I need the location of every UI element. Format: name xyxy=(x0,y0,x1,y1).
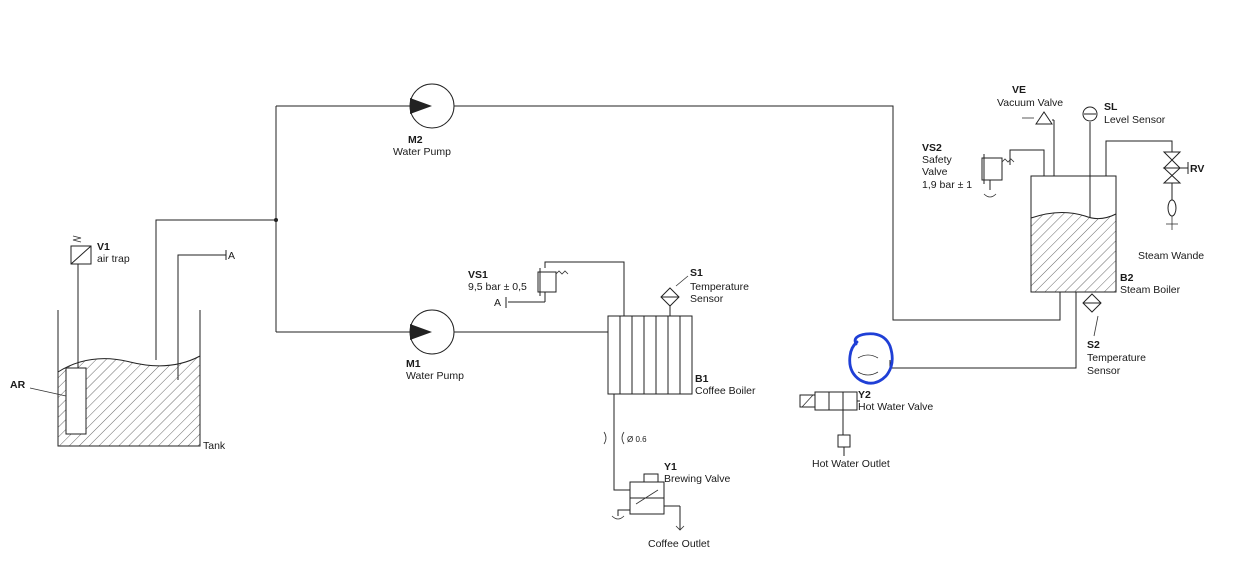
pump-m2: M2 Water Pump xyxy=(393,83,455,158)
orifice: Ø 0.6 xyxy=(603,431,647,445)
v1-id: V1 xyxy=(97,241,110,253)
b1-id: B1 xyxy=(695,373,709,385)
rv-valve: RV xyxy=(1162,151,1204,184)
tank: Tank AR xyxy=(10,310,226,452)
vs2-name-line2: Valve xyxy=(922,166,948,178)
s2-temperature-sensor: S2 Temperature Sensor xyxy=(1082,293,1146,377)
steam-wand: Steam Wande xyxy=(1138,199,1204,262)
vs2-safety-valve: VS2 Safety Valve 1,9 bar ± 1 xyxy=(922,142,1015,198)
vs1-setting: 9,5 bar ± 0,5 xyxy=(468,281,527,293)
vs2-name-line1: Safety xyxy=(922,154,953,166)
m1-name: Water Pump xyxy=(406,370,464,382)
sl-id: SL xyxy=(1104,101,1118,113)
vs2-setting: 1,9 bar ± 1 xyxy=(922,179,972,191)
coffee-boiler-b1: B1 Coffee Boiler xyxy=(607,315,756,397)
rv-id: RV xyxy=(1190,163,1204,175)
y1-id: Y1 xyxy=(664,461,677,473)
s1-name-line1: Temperature xyxy=(690,281,749,293)
m1-id: M1 xyxy=(406,358,421,370)
hot-water-outlet-label: Hot Water Outlet xyxy=(812,458,890,470)
a-vs1-label: A xyxy=(494,297,501,309)
ar-leader xyxy=(29,387,67,397)
ar-label: AR xyxy=(10,379,26,391)
annotation-circle xyxy=(848,332,894,385)
hot-water-pipe xyxy=(889,292,1077,369)
piping xyxy=(77,105,1173,491)
b2-name: Steam Boiler xyxy=(1120,284,1181,296)
vs2-id: VS2 xyxy=(922,142,942,154)
orifice-label: Ø 0.6 xyxy=(627,435,647,444)
vs1-pipe xyxy=(544,261,625,316)
pump-m1: M1 Water Pump xyxy=(406,309,464,382)
a-marker-top: A xyxy=(225,250,235,262)
y2-id: Y2 xyxy=(858,389,871,401)
junction-dot xyxy=(274,218,278,222)
s1-temperature-sensor: S1 Temperature Sensor xyxy=(660,267,749,316)
y2-orifice xyxy=(857,354,879,376)
b2-id: B2 xyxy=(1120,272,1134,284)
y1-name: Brewing Valve xyxy=(664,473,730,485)
sl-name: Level Sensor xyxy=(1104,114,1166,126)
return-pipe-a xyxy=(177,254,226,380)
tank-label: Tank xyxy=(203,440,226,452)
y2-hot-water-valve: Y2 Hot Water Valve Hot Water Outlet xyxy=(799,389,933,470)
m2-outlet-pipe xyxy=(454,105,1061,321)
s1-id: S1 xyxy=(690,267,703,279)
brew-pipe xyxy=(613,394,630,491)
a-top-label: A xyxy=(228,250,235,262)
vs1-relief-valve: VS1 9,5 bar ± 0,5 A xyxy=(468,268,569,309)
steam-boiler-b2: B2 Steam Boiler xyxy=(1030,175,1181,296)
vs1-id: VS1 xyxy=(468,269,488,281)
m2-id: M2 xyxy=(408,134,423,146)
v1-name: air trap xyxy=(97,253,130,265)
s2-name-line2: Sensor xyxy=(1087,365,1121,377)
steam-wand-label: Steam Wande xyxy=(1138,250,1204,262)
s2-name-line1: Temperature xyxy=(1087,352,1146,364)
ar-float xyxy=(65,367,87,435)
y1-brewing-valve: Y1 Brewing Valve Coffee Outlet xyxy=(611,461,730,550)
vs2-pipe xyxy=(1009,149,1045,176)
ve-name: Vacuum Valve xyxy=(997,97,1063,109)
ve-id: VE xyxy=(1012,84,1026,96)
b1-name: Coffee Boiler xyxy=(695,385,756,397)
coffee-outlet-label: Coffee Outlet xyxy=(648,538,710,550)
ve-vacuum-valve: VE Vacuum Valve xyxy=(997,84,1063,125)
tank-outlet-pipe xyxy=(155,219,276,360)
s1-name-line2: Sensor xyxy=(690,293,724,305)
steam-pipe xyxy=(1105,140,1173,176)
y2-name: Hot Water Valve xyxy=(858,401,933,413)
s2-id: S2 xyxy=(1087,339,1100,351)
m2-name: Water Pump xyxy=(393,146,451,158)
sl-level-sensor: SL Level Sensor xyxy=(1082,101,1166,126)
v1-air-trap: V1 air trap xyxy=(70,235,130,265)
